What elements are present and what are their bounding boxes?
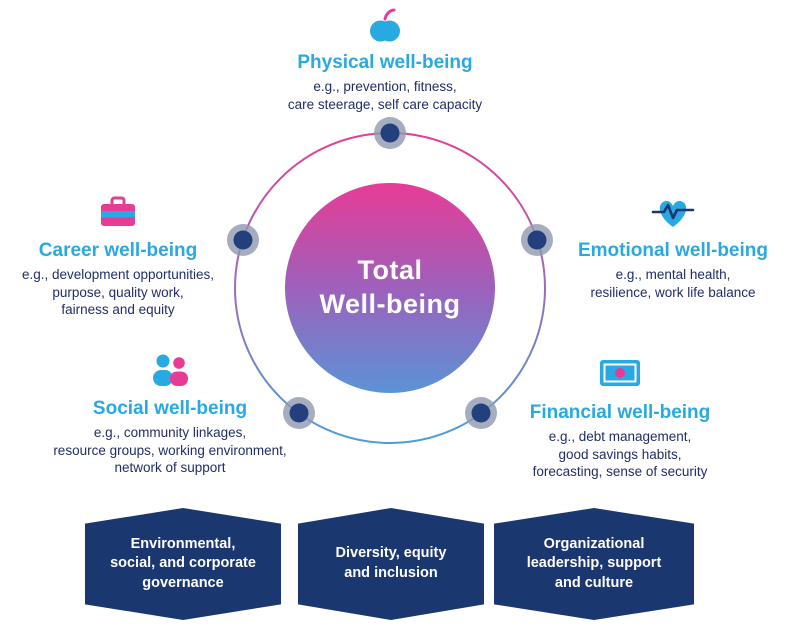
category-physical: Physical well-being e.g., prevention, fi… (215, 6, 555, 113)
banner-org-leadership: Organizational leadership, support and c… (494, 508, 694, 620)
category-desc: e.g., mental health, resilience, work li… (590, 267, 756, 300)
category-title: Career well-being (38, 240, 198, 261)
banner-esg: Environmental, social, and corporate gov… (85, 508, 281, 620)
apple-icon (215, 6, 555, 48)
category-desc: e.g., community linkages, resource group… (53, 425, 287, 476)
banner-dei: Diversity, equity and inclusion (298, 508, 484, 620)
category-financial: Financial well-being e.g., debt manageme… (492, 356, 748, 481)
orbit-node-emotional (521, 224, 553, 256)
center-title-line2: Well-being (319, 289, 461, 319)
category-title: Social well-being (92, 398, 248, 419)
people-icon (26, 352, 314, 394)
banknote-icon (492, 356, 748, 398)
category-social: Social well-being e.g., community linkag… (26, 352, 314, 477)
orbit-node-social (283, 397, 315, 429)
category-title: Emotional well-being (577, 240, 768, 261)
category-desc: e.g., development opportunities, purpose… (21, 267, 215, 318)
center-total-wellbeing: Total Well-being (285, 183, 495, 393)
orbit-node-physical (374, 117, 406, 149)
heart-pulse-icon (552, 194, 794, 236)
category-career: Career well-being e.g., development oppo… (6, 194, 230, 319)
orbit-node-financial (465, 397, 497, 429)
banner-label: Environmental, social, and corporate gov… (110, 535, 256, 591)
category-desc: e.g., prevention, fitness, care steerage… (287, 79, 483, 112)
banner-label: Organizational leadership, support and c… (526, 535, 662, 591)
banner-label: Diversity, equity and inclusion (335, 545, 447, 581)
briefcase-icon (6, 194, 230, 236)
category-emotional: Emotional well-being e.g., mental health… (552, 194, 794, 301)
category-title: Financial well-being (529, 402, 711, 423)
orbit-node-career (227, 224, 259, 256)
category-title: Physical well-being (297, 52, 473, 73)
center-title-line1: Total (357, 255, 423, 286)
category-desc: e.g., debt management, good savings habi… (532, 429, 708, 480)
